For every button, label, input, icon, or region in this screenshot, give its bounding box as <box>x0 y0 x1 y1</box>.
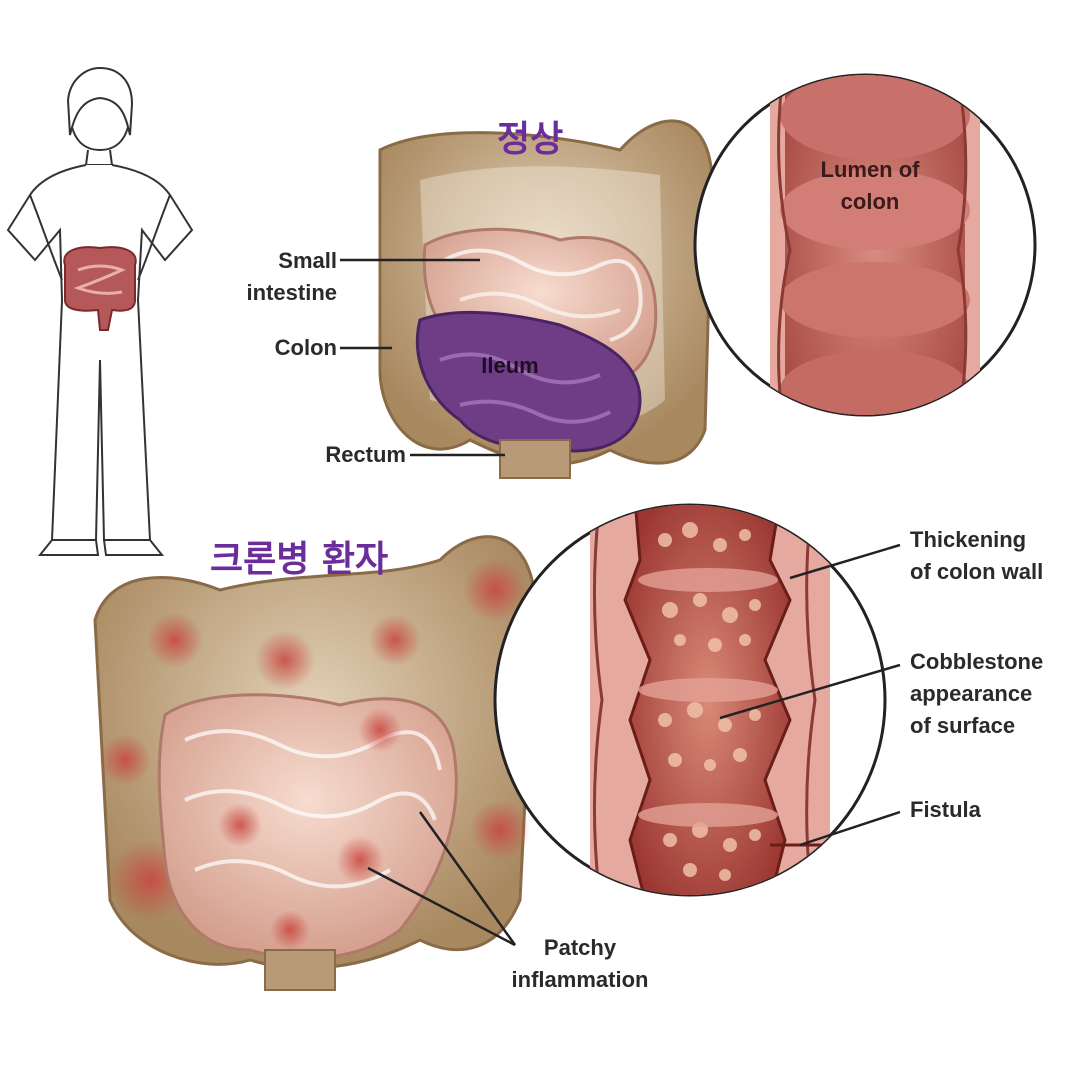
cobblestone-label-3: of surface <box>910 713 1016 738</box>
colon-label: Colon <box>274 335 337 360</box>
normal-colon-magnified-view <box>693 73 1037 417</box>
human-figure-outline <box>6 66 194 556</box>
normal-leader-lines <box>340 258 505 457</box>
cobblestone-label-2: appearance <box>910 681 1033 706</box>
cobblestone-label-1: Cobblestone <box>910 649 1044 674</box>
normal-title: 정상 <box>497 119 564 160</box>
lumen-label-2: colon <box>840 189 900 214</box>
crohns-small-intestine <box>157 693 458 960</box>
crohns-title: 크론병 환자 <box>210 539 389 580</box>
crohns-leader-lines <box>367 543 901 947</box>
normal-rectum <box>499 439 571 479</box>
small-intestine-label-2: intestine <box>246 280 337 305</box>
ileum-label: Ileum <box>481 353 539 378</box>
figure-colon-icon <box>63 246 137 331</box>
crohns-rectum <box>264 949 336 991</box>
patchy-label-2: inflammation <box>511 967 649 992</box>
small-intestine-label-1: Small <box>278 248 337 273</box>
fistula-label: Fistula <box>910 797 981 822</box>
crohns-colon-magnified-view <box>493 503 887 897</box>
normal-ileum <box>415 310 642 453</box>
rectum-label: Rectum <box>325 442 406 467</box>
thickening-label-1: Thickening <box>910 527 1027 552</box>
thickening-label-2: of colon wall <box>910 559 1044 584</box>
lumen-label-1: Lumen of <box>820 157 920 182</box>
patchy-label-1: Patchy <box>543 935 617 960</box>
